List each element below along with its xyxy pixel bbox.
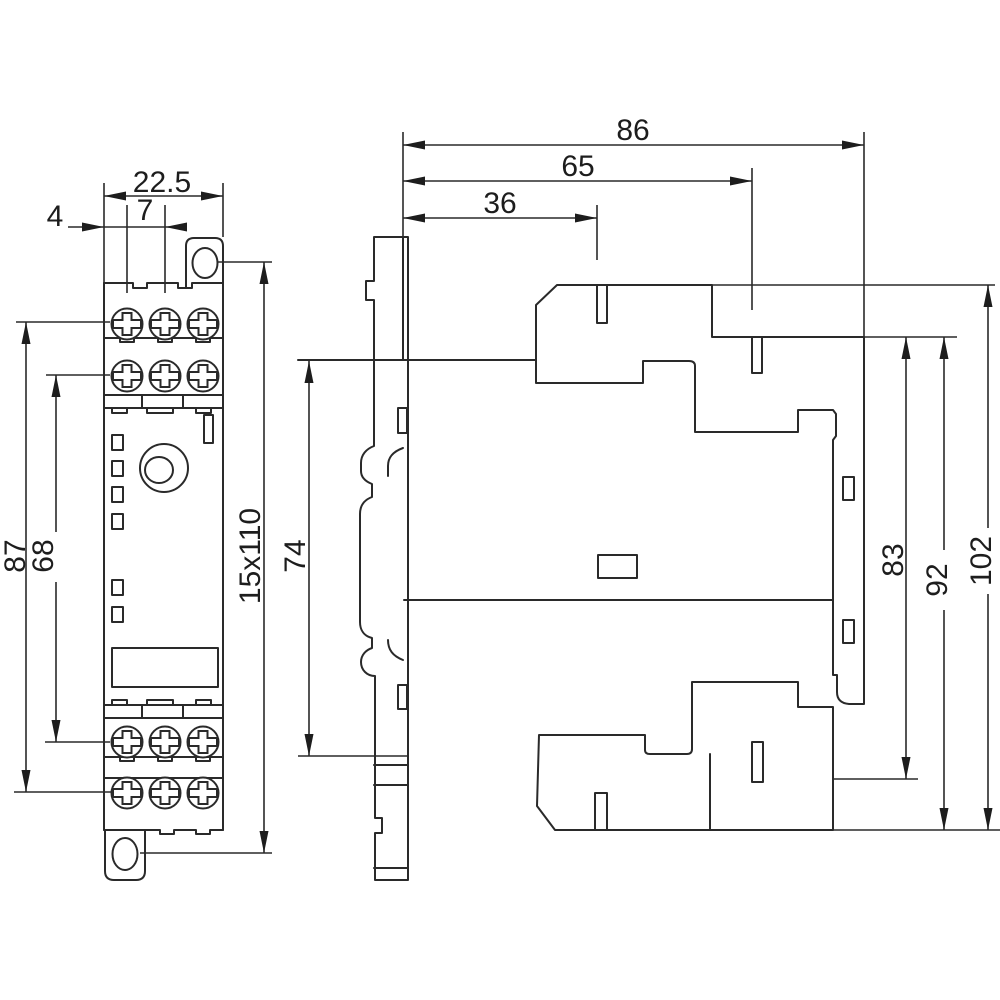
shelf-tab [195, 699, 212, 706]
screw-slot [596, 284, 608, 324]
terminal-shelf-lower [103, 704, 224, 719]
dimension-arrow [165, 222, 187, 232]
phillips-screw [186, 725, 220, 759]
dimension-arrow [104, 191, 126, 201]
dimension-arrow [730, 176, 752, 186]
phillips-screw [148, 359, 182, 393]
din-clip-spring [387, 447, 404, 477]
dimension-arrow [51, 720, 61, 742]
shelf-tab [195, 407, 212, 414]
dimension-arrow [983, 285, 993, 307]
outer-span-dim-label: 87 [0, 539, 32, 572]
top-mounting-hole [191, 247, 219, 279]
dimension-arrow [21, 770, 31, 792]
terminal-screw-depth-dim-label: 36 [483, 187, 516, 220]
led-window [111, 486, 124, 503]
front-body-bottom-edge [103, 829, 224, 835]
led-window [111, 579, 124, 596]
dimension-arrow [575, 213, 597, 223]
body-detail-rect [597, 554, 638, 579]
label-field [111, 647, 219, 688]
phillips-screw [148, 776, 182, 810]
dimension-arrow [901, 337, 911, 359]
screw-slot [751, 741, 764, 783]
din-rail-height-dim-label: 74 [279, 539, 312, 572]
front-slot [203, 414, 214, 444]
total-depth-dim-label: 86 [616, 114, 649, 147]
phillips-screw [148, 725, 182, 759]
dimension-arrow [403, 213, 425, 223]
shelf-tab [111, 699, 128, 706]
terminal-shelf-upper [103, 394, 224, 409]
din-clip-spring [387, 639, 404, 661]
shelf-tab [111, 407, 128, 414]
terminal-screws [110, 307, 220, 810]
front-panel-profile [359, 236, 409, 881]
dimension-arrow [939, 337, 949, 359]
shelf-tab [146, 699, 174, 706]
front-width-dim-label: 22.5 [133, 166, 191, 199]
dimension-arrow [82, 222, 104, 232]
rear-slot [842, 476, 855, 501]
bottom-mounting-tab [104, 829, 146, 881]
led-window [111, 460, 124, 477]
screw-slot [751, 336, 763, 374]
dimension-arrow [21, 322, 31, 344]
upper-body-outline [535, 284, 865, 705]
led-window [111, 513, 124, 530]
dimension-arrow [983, 808, 993, 830]
dimension-arrow [304, 734, 314, 756]
side-view: 86 65 36 74 [279, 114, 1000, 881]
rear-base-height-dim-label: 92 [921, 563, 954, 596]
front-body-top-edge [103, 282, 224, 289]
front-dimensions: 22.5 4 7 87 68 [0, 166, 272, 854]
dimension-arrow [901, 757, 911, 779]
dimension-arrow [939, 808, 949, 830]
rear-body-height-dim-label: 83 [877, 543, 910, 576]
phillips-screw [186, 776, 220, 810]
bottom-mounting-hole [111, 837, 139, 871]
side-dimensions: 86 65 36 74 [279, 114, 1000, 831]
dimension-arrow [259, 831, 269, 853]
adjust-knob-pointer [144, 456, 174, 484]
phillips-screw [148, 307, 182, 341]
dimension-arrow [259, 262, 269, 284]
rear-step-depth-dim-label: 65 [561, 150, 594, 183]
phillips-screw [110, 307, 144, 341]
shelf-tab [146, 407, 174, 414]
phillips-screw [110, 725, 144, 759]
front-view: 22.5 4 7 87 68 [0, 166, 272, 881]
phillips-screw [110, 359, 144, 393]
led-window [111, 434, 124, 451]
lower-terminal-block-outline [536, 681, 834, 831]
dimension-arrow [842, 140, 864, 150]
phillips-screw [186, 307, 220, 341]
dimension-arrow [201, 191, 223, 201]
panel-slot [397, 407, 408, 434]
total-height-dim-label: 102 [965, 536, 998, 586]
dimension-arrow [403, 140, 425, 150]
led-window [111, 606, 124, 623]
phillips-screw [186, 359, 220, 393]
adjust-knob [139, 443, 189, 493]
dimension-arrow [304, 361, 314, 383]
rear-slot [842, 619, 855, 644]
top-mounting-tab [185, 237, 224, 289]
phillips-screw [110, 776, 144, 810]
edge-offset-dim-label: 4 [47, 200, 64, 233]
fixing-slot-dim-label: 15x110 [234, 508, 267, 604]
dimension-arrow [403, 176, 425, 186]
inner-span-dim-label: 68 [27, 539, 60, 572]
dimension-arrow [51, 375, 61, 397]
screw-slot [594, 792, 608, 831]
pitch-dim-label: 7 [137, 194, 154, 227]
panel-slot [397, 684, 408, 710]
